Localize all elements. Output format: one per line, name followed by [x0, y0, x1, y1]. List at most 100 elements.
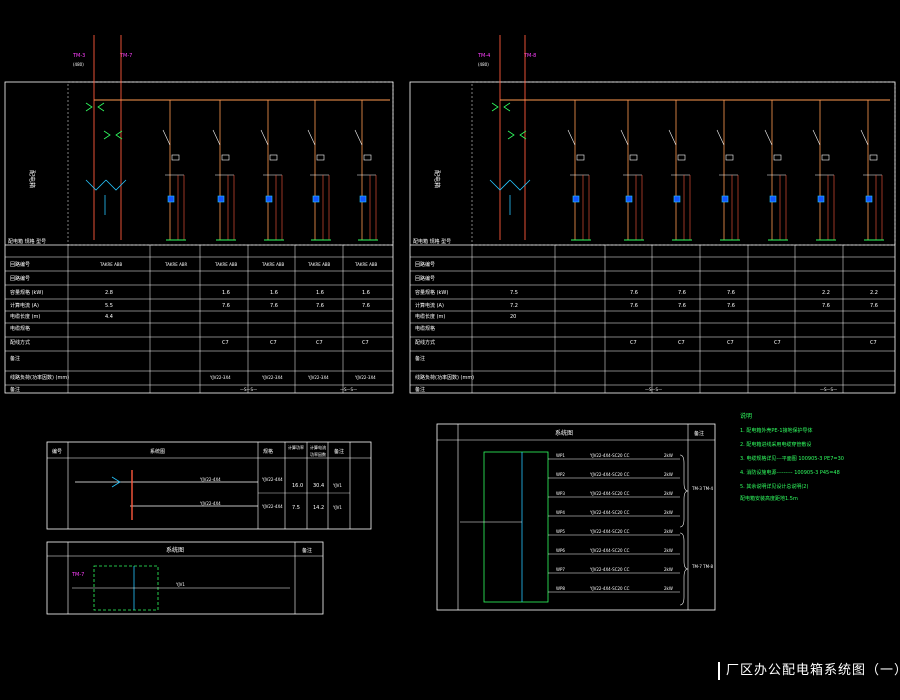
left-a-1: 5.5 [105, 303, 113, 309]
right-kw-6: 2.2 [870, 290, 878, 296]
left-row-label-6: 电缆规格 [10, 325, 30, 332]
drawing-box [869, 154, 878, 161]
right-row-label-2: 回路编号 [415, 275, 435, 282]
left-footer-2: YJV22-3X4 [261, 375, 283, 380]
mid-row-code: WP1 [556, 453, 565, 458]
small-table-h4: 计算功率 [288, 444, 304, 450]
notes: 说明 1. 配电箱外壳PE-1接地保护导体 2. 配电箱进线采用电缆穿管敷设 3… [740, 412, 844, 502]
left-row-label-5: 电缆长度 (m) [10, 313, 40, 320]
mid-row-load: 2kW [664, 529, 673, 534]
mid-row-code: WP2 [556, 472, 565, 477]
right-row-label-1: 回路编号 [415, 261, 435, 268]
left-src1-label: TM-3 [72, 53, 85, 59]
left-bottom-note-b: —S—S— [340, 387, 357, 392]
left-side-label: 配电箱 [28, 170, 36, 188]
right-bottom-note-b: —S—S— [820, 387, 837, 392]
right-m-1: 20 [510, 314, 516, 320]
small-table-note-2: YJV1 [332, 505, 342, 510]
drawing-line [620, 129, 629, 146]
left-row-label-3: 容量规格 (kW) [10, 289, 43, 296]
left-circuit-4: TAKRE ABB [261, 262, 285, 267]
left-row-label-4: 计算电流 (A) [10, 302, 39, 309]
right-src-tag: (480) [478, 62, 489, 67]
left-circuit-3: TAKRE ABB [214, 262, 238, 267]
right-row-label-6: 电缆规格 [415, 325, 435, 332]
right-a-5: 7.6 [822, 303, 830, 309]
drawing-box [821, 154, 830, 161]
drawing-box [625, 195, 633, 203]
small-table-h2: 系统图 [150, 448, 165, 455]
drawing-line [162, 129, 171, 146]
left-bottom-note-a: —S—S— [240, 387, 257, 392]
left-a-3: 7.6 [270, 303, 278, 309]
drawing-box [572, 195, 580, 203]
small-table-kw-2: 7.5 [292, 505, 300, 511]
mid-row-code: WP3 [556, 491, 565, 496]
drawing-title: 厂区办公配电箱系统图（一） [718, 662, 900, 680]
right-row-label-5: 电缆长度 (m) [415, 313, 445, 320]
small-table-h6: 功率因数 [310, 451, 326, 457]
drawing-line [716, 129, 725, 146]
right-kw-3: 7.6 [678, 290, 686, 296]
left-circuit-6: TAKRE ABB [354, 262, 378, 267]
right-kw-4: 7.6 [727, 290, 735, 296]
right-kw-1: 7.5 [510, 290, 518, 296]
left-row-label-2: 回路编号 [10, 275, 30, 282]
left-label-header: 配电箱 规格 型号 [8, 238, 46, 245]
drawing-box [221, 154, 230, 161]
left-m-1: 4.4 [105, 314, 113, 320]
mid-row-cable: YJV22-4X4-SC20 CC [589, 567, 630, 572]
notes-line-6: 配电箱安装高度距地1.5m [740, 495, 798, 502]
drawing-line [860, 129, 869, 146]
left-src2-label: TM-7 [119, 53, 132, 59]
mid-row-cable: YJV22-4X4-SC20 CC [589, 586, 630, 591]
drawing-box [721, 195, 729, 203]
small-table-h7: 备注 [334, 448, 344, 455]
left-phase-1: C7 [222, 340, 229, 346]
left-footer-1: YJV22-3X4 [209, 375, 231, 380]
drawing-line [307, 129, 316, 146]
drawing-line [354, 129, 363, 146]
small-table-spec-2: YJV22-4X4 [261, 504, 283, 509]
left-kw-2: 1.6 [222, 290, 230, 296]
left-row-label-7: 配线方式 [10, 339, 30, 346]
mid-row-code: WP8 [556, 586, 565, 591]
drawing-box [725, 154, 734, 161]
right-side-label: 配电箱 [433, 170, 441, 188]
left-kw-4: 1.6 [316, 290, 324, 296]
left-kw-1: 2.8 [105, 290, 113, 296]
notes-line-2: 2. 配电箱进线采用电缆穿管敷设 [740, 441, 811, 448]
left-kw-5: 1.6 [362, 290, 370, 296]
mid-row-cable: YJV22-4X4-SC20 CC [589, 529, 630, 534]
mid-row-code: WP7 [556, 567, 565, 572]
drawing-box [167, 195, 175, 203]
mid-row-cable: YJV22-4X4-SC20 CC [589, 472, 630, 477]
drawing-line [212, 129, 221, 146]
right-feeders [567, 100, 884, 241]
right-a-4: 7.6 [727, 303, 735, 309]
drawing-box [576, 154, 585, 161]
right-row-label-3: 容量规格 (kW) [415, 289, 448, 296]
mid-row-code: WP5 [556, 529, 565, 534]
right-a-3: 7.6 [678, 303, 686, 309]
drawing-box [312, 195, 320, 203]
right-panel: TM-4 TM-8 (480) 配电箱 配电箱 规格 型号 回路编号 回路编号 … [409, 35, 896, 394]
notes-line-4: 4. 消防设施电源--------- 100905-3 P45=48 [740, 469, 840, 476]
drawing-box [773, 154, 782, 161]
right-phase-4: C7 [774, 340, 781, 346]
left-feeders [162, 100, 378, 241]
right-src1-label: TM-4 [477, 53, 490, 59]
right-a-1: 7.2 [510, 303, 518, 309]
small-box: 系统图 备注 TM-7 YJV1 [46, 541, 324, 615]
right-phase-3: C7 [727, 340, 734, 346]
right-phase-5: C7 [870, 340, 877, 346]
small-table-h3: 规格 [263, 448, 273, 455]
right-table-grid [410, 245, 895, 393]
mid-box-note-col: 备注 [694, 430, 704, 437]
right-phase-2: C7 [678, 340, 685, 346]
drawing-line [812, 129, 821, 146]
left-a-5: 7.6 [362, 303, 370, 309]
drawing-line [567, 129, 576, 146]
drawing-box [269, 154, 278, 161]
